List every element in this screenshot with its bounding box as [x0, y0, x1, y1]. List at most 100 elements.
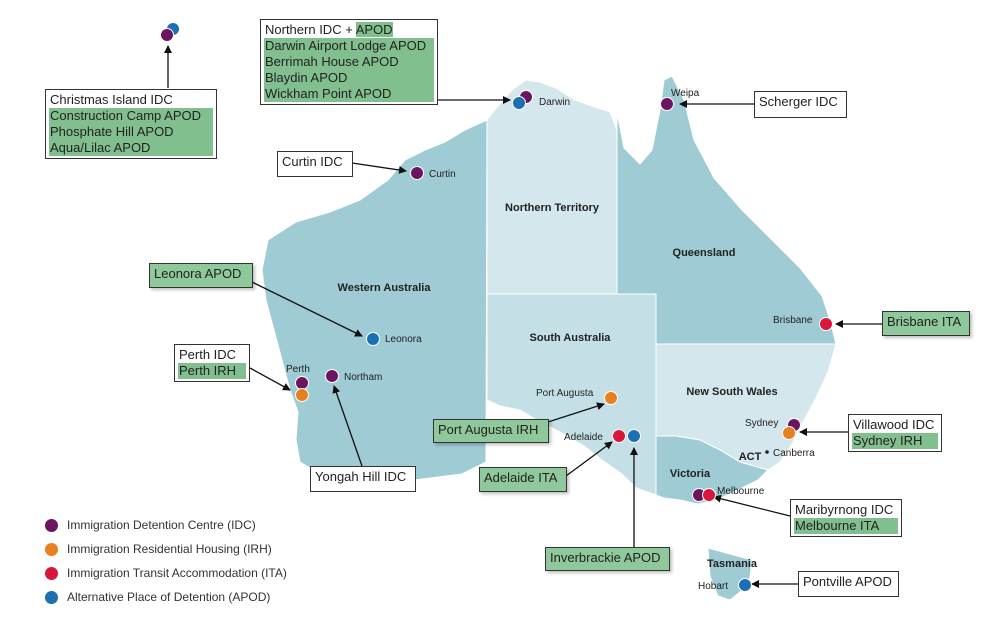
region-northern-territory	[486, 79, 618, 295]
callout-northern: Northern IDC + APOD Darwin Airport Lodge…	[260, 19, 438, 105]
legend-item-irh: Immigration Residential Housing (IRH)	[45, 537, 287, 561]
legend-item-apod: Alternative Place of Detention (APOD)	[45, 585, 287, 609]
callout-northern-2: Berrimah House APOD	[264, 54, 434, 70]
marker-christmas-idc	[160, 28, 174, 42]
callout-christmas-apod-2: Phosphate Hill APOD	[49, 124, 213, 140]
legend-label-ita: Immigration Transit Accommodation (ITA)	[67, 566, 287, 580]
callout-curtin: Curtin IDC	[277, 151, 353, 177]
place-leonora: Leonora	[385, 334, 422, 345]
callout-northern-header: Northern IDC + APOD	[264, 22, 434, 38]
place-perth: Perth	[286, 364, 310, 375]
callout-northern-title: Northern IDC +	[265, 22, 356, 37]
callout-curtin-label: Curtin IDC	[282, 154, 343, 169]
legend-item-idc: Immigration Detention Centre (IDC)	[45, 513, 287, 537]
leader-perth	[249, 367, 291, 391]
leader-leonora	[251, 281, 363, 337]
callout-adelaide: Adelaide ITA	[479, 467, 567, 492]
callout-maribyrnong-idc: Maribyrnong IDC	[795, 502, 894, 517]
leader-adelaide	[565, 441, 613, 477]
state-label-vic: Victoria	[670, 468, 711, 480]
callout-pontville: Pontville APOD	[798, 571, 899, 597]
legend-label-apod: Alternative Place of Detention (APOD)	[67, 590, 271, 604]
marker-weipa-idc	[660, 97, 674, 111]
marker-darwin-apod	[512, 96, 526, 110]
state-label-qld: Queensland	[673, 247, 736, 259]
marker-adelaide-ita	[612, 429, 626, 443]
callout-pontville-label: Pontville APOD	[803, 574, 892, 589]
legend-dot-idc	[45, 518, 58, 532]
canberra-dot	[765, 450, 769, 454]
callout-perth-irh: Perth IRH	[178, 363, 246, 379]
region-tasmania	[707, 547, 753, 601]
callout-melbourne-ita: Melbourne ITA	[794, 518, 898, 534]
callout-northern-4: Wickham Point APOD	[264, 86, 434, 102]
callout-inverbrackie: Inverbrackie APOD	[545, 547, 670, 571]
place-port-augusta: Port Augusta	[536, 388, 594, 399]
callout-brisbane-label: Brisbane ITA	[887, 314, 962, 329]
marker-melbourne-ita	[702, 488, 716, 502]
leader-yongah	[332, 385, 363, 467]
callout-scherger-label: Scherger IDC	[759, 94, 838, 109]
place-weipa: Weipa	[671, 88, 700, 99]
callout-sydney-irh: Sydney IRH	[852, 433, 938, 449]
legend-label-irh: Immigration Residential Housing (IRH)	[67, 542, 272, 556]
callout-scherger: Scherger IDC	[754, 91, 847, 118]
place-darwin: Darwin	[539, 97, 570, 108]
callout-melbourne: Maribyrnong IDC Melbourne ITA	[790, 499, 902, 537]
place-hobart: Hobart	[698, 581, 728, 592]
state-label-nt: Northern Territory	[505, 202, 600, 214]
callout-northern-apod: APOD	[355, 22, 393, 37]
callout-port-augusta: Port Augusta IRH	[433, 419, 549, 443]
callout-yongah-label: Yongah Hill IDC	[315, 469, 407, 484]
marker-brisbane-ita	[819, 317, 833, 331]
place-adelaide: Adelaide	[564, 432, 603, 443]
place-northam: Northam	[344, 372, 382, 383]
callout-yongah-hill: Yongah Hill IDC	[310, 466, 416, 492]
state-label-nsw: New South Wales	[686, 386, 777, 398]
place-canberra: Canberra	[773, 448, 815, 459]
leader-curtin	[351, 162, 407, 174]
region-victoria	[655, 435, 769, 505]
callout-christmas-apod-3: Aqua/Lilac APOD	[49, 140, 213, 156]
legend: Immigration Detention Centre (IDC) Immig…	[45, 513, 287, 609]
callout-leonora-label: Leonora APOD	[154, 266, 242, 281]
callout-northern-1: Darwin Airport Lodge APOD	[264, 38, 434, 54]
marker-northam-idc	[325, 369, 339, 383]
callout-port-augusta-label: Port Augusta IRH	[438, 422, 539, 437]
callout-adelaide-label: Adelaide ITA	[484, 470, 558, 485]
callout-christmas-island: Christmas Island IDC Construction Camp A…	[45, 89, 217, 159]
marker-sydney-irh	[782, 426, 796, 440]
callout-christmas-apod-1: Construction Camp APOD	[49, 108, 213, 124]
state-label-wa: Western Australia	[338, 282, 432, 294]
legend-item-ita: Immigration Transit Accommodation (ITA)	[45, 561, 287, 585]
place-brisbane: Brisbane	[773, 315, 813, 326]
legend-label-idc: Immigration Detention Centre (IDC)	[67, 518, 256, 532]
marker-perth-idc	[295, 376, 309, 390]
callout-perth-idc: Perth IDC	[179, 347, 237, 362]
callout-leonora: Leonora APOD	[149, 263, 253, 288]
leader-melbourne	[713, 494, 791, 517]
state-label-sa: South Australia	[530, 332, 612, 344]
marker-inverbrackie-apod	[627, 429, 641, 443]
state-label-tas: Tasmania	[707, 558, 758, 570]
callout-christmas-idc: Christmas Island IDC	[50, 92, 173, 107]
leader-port-augusta	[547, 402, 605, 423]
marker-hobart-apod	[738, 578, 752, 592]
callout-northern-3: Blaydin APOD	[264, 70, 434, 86]
marker-port-augusta-irh	[604, 391, 618, 405]
place-curtin: Curtin	[429, 169, 456, 180]
marker-curtin-idc	[410, 166, 424, 180]
legend-dot-irh	[45, 542, 58, 556]
legend-dot-apod	[45, 590, 58, 604]
place-sydney: Sydney	[745, 418, 778, 429]
callout-villawood-idc: Villawood IDC	[853, 417, 935, 432]
callout-inverbrackie-label: Inverbrackie APOD	[550, 550, 661, 565]
place-melbourne: Melbourne	[717, 486, 765, 497]
state-label-act: ACT	[739, 451, 762, 463]
callout-brisbane: Brisbane ITA	[882, 311, 970, 336]
legend-dot-ita	[45, 566, 58, 580]
marker-perth-irh	[295, 388, 309, 402]
callout-perth: Perth IDC Perth IRH	[174, 344, 250, 382]
marker-leonora-apod	[366, 332, 380, 346]
